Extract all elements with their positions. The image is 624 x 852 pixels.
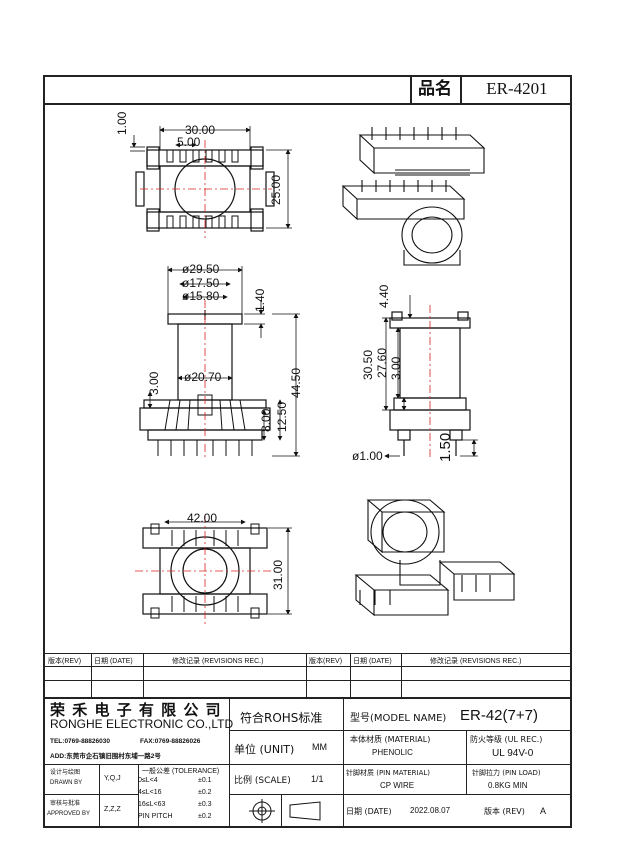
designed-value: Y,Q,J — [104, 775, 121, 782]
material-label: 本体材质 (MATERIAL) — [350, 735, 431, 744]
designed-label: 设计与绘图 — [50, 769, 81, 776]
dim-side-h1: 30.50 — [361, 350, 375, 380]
scale-value: 1/1 — [311, 774, 324, 784]
tb-col-sep — [138, 764, 139, 827]
approved-label: 审核与批准 — [50, 800, 81, 807]
drawing-frame — [43, 75, 572, 828]
rev-header-rev-1: 版本(REV) — [48, 658, 82, 665]
company-tel: TEL:0769-88826030 — [50, 738, 110, 745]
company-name-cn: 荣 禾 电 子 有 限 公 司 — [50, 701, 222, 719]
iso-view-top — [341, 127, 486, 266]
tb-col-sep — [229, 697, 230, 827]
rohs-label: 符合ROHS标准 — [240, 711, 323, 725]
pin-material-value: CP WIRE — [380, 781, 415, 790]
pin-load-label: 针脚拉力 (PIN LOAD) — [472, 769, 541, 777]
tb-col-sep — [343, 697, 344, 827]
flame-value: UL 94V-0 — [492, 748, 534, 759]
tolerance-range: 16≤L<63 — [138, 801, 166, 808]
tb-col-sep — [466, 730, 467, 794]
dim-side-top: 4.40 — [377, 284, 391, 308]
pin-material-label: 针脚材质 (PIN MATERIAL) — [346, 769, 431, 777]
rev-value: A — [540, 806, 547, 816]
dim-side-h2: 27.60 — [375, 348, 389, 378]
rev-header-rec-2: 修改记录 (REVISIONS REC.) — [430, 658, 522, 665]
designed-label-en: DRAWN BY — [50, 780, 83, 786]
projection-symbol-icon — [249, 799, 321, 823]
tolerance-value: ±0.2 — [198, 789, 212, 796]
dim-base-h2: 12.50 — [275, 402, 289, 432]
model-label: 型号(MODEL NAME) — [350, 713, 447, 724]
rev-header-rec-1: 修改记录 (REVISIONS REC.) — [172, 658, 264, 665]
unit-value: MM — [312, 742, 327, 752]
tb-row-sep — [229, 730, 570, 731]
rev-col-sep — [401, 653, 402, 697]
approved-value: Z,Z,Z — [104, 806, 121, 813]
approved-label-en: APPROVED BY — [47, 811, 91, 817]
rev-header-rev-2: 版本(REV) — [309, 658, 343, 665]
dim-flange-top: 1.40 — [253, 288, 267, 312]
dim-bottom-width: 42.00 — [187, 511, 217, 525]
rev-table-header-line — [45, 666, 570, 667]
dim-top-flange: 1.00 — [115, 111, 129, 135]
dim-pin-dia: ø1.00 — [352, 449, 383, 463]
rev-col-sep — [350, 653, 351, 697]
dim-base-h1: 8.00 — [259, 408, 273, 432]
dim-winding-outer: ø17.50 — [182, 276, 220, 290]
date-label: 日期 (DATE) — [346, 807, 392, 816]
tolerance-value: ±0.3 — [198, 801, 212, 808]
rev-table-top — [45, 653, 570, 654]
header-divider — [43, 103, 572, 105]
part-number-separator — [460, 75, 462, 103]
rev-col-sep — [91, 653, 92, 697]
iso-view-bottom — [354, 499, 516, 617]
tolerance-range: 4≤L<16 — [138, 789, 162, 796]
tolerance-value: ±0.2 — [198, 813, 212, 820]
dim-bottom-depth: 31.00 — [271, 560, 285, 590]
part-name-label: 品名 — [418, 79, 452, 99]
tolerance-title: 一般公差 (TOLERANCE) — [142, 768, 220, 775]
dim-flange-dia: ø29.50 — [182, 262, 220, 276]
company-name-en: RONGHE ELECTRONIC CO.,LTD — [50, 717, 234, 731]
model-value: ER-42(7+7) — [460, 707, 538, 724]
date-value: 2022.08.07 — [410, 806, 451, 815]
rev-header-date-2: 日期 (DATE) — [353, 658, 392, 665]
dim-top-pitch: 5.00 — [177, 135, 201, 149]
dim-pin-len: 1.50 — [437, 433, 454, 462]
rev-col-sep — [143, 653, 144, 697]
dim-overall-height: 44.50 — [289, 368, 303, 398]
dim-side-h3: 3.00 — [389, 356, 403, 380]
tolerance-value: ±0.1 — [198, 777, 212, 784]
tb-col-sep — [281, 794, 282, 827]
tb-row-sep — [45, 794, 138, 795]
company-fax: FAX:0769-88826026 — [140, 738, 201, 745]
tb-col-sep — [99, 764, 100, 827]
tolerance-range: 0≤L<4 — [138, 777, 158, 784]
dim-slot: 3.00 — [147, 371, 161, 395]
dim-top-width: 30.00 — [185, 123, 215, 137]
company-address: ADD:东莞市企石镇旧围村东埔一路2号 — [50, 753, 161, 760]
tb-row-sep — [229, 794, 570, 795]
rev-label: 版本 (REV) — [484, 807, 525, 816]
scale-label: 比例 (SCALE) — [234, 776, 291, 786]
tb-row-sep — [45, 764, 570, 765]
rev-col-sep — [306, 653, 307, 697]
rev-table-row-line — [45, 680, 570, 681]
dim-winding-inner: ø15.80 — [182, 289, 220, 303]
flame-label: 防火等级 (UL REC.) — [470, 735, 543, 744]
dim-top-depth: 25.00 — [269, 175, 283, 205]
rev-header-date-1: 日期 (DATE) — [94, 658, 133, 665]
material-value: PHENOLIC — [372, 748, 413, 757]
unit-label: 单位 (UNIT) — [234, 743, 295, 756]
rev-table-bottom — [45, 697, 570, 699]
part-number-box — [410, 75, 572, 103]
part-number: ER-4201 — [486, 79, 548, 98]
pin-load-value: 0.8KG MIN — [488, 781, 528, 790]
dim-core-dia: ø20.70 — [184, 370, 222, 384]
tolerance-range: PIN PITCH — [138, 813, 173, 820]
